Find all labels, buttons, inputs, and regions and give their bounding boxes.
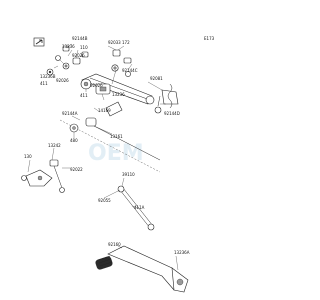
shift-shaft-assembly <box>80 73 155 117</box>
left-shift-arm <box>21 159 65 193</box>
callout-92022: 92022 <box>70 167 83 172</box>
callout-92026-c: 92026 <box>90 83 103 88</box>
right-spring-assembly <box>154 83 179 114</box>
callout-13236: 13236 <box>62 44 75 49</box>
callout-92144a: 92144A <box>62 111 78 116</box>
front-arrow-icon <box>33 37 45 47</box>
callout-92026-a: 92026 <box>72 53 85 58</box>
callout-92033: 92033 <box>108 40 121 45</box>
callout-92026-b: 92026 <box>56 78 69 83</box>
callout-172: 172 <box>122 40 130 45</box>
callout-14169: 14169 <box>98 108 111 113</box>
callout-labels: 92144B 13236 110 92033 172 92026 92144C … <box>24 36 190 255</box>
callout-92144c: 92144C <box>122 68 138 73</box>
page-code: E173 <box>204 36 215 41</box>
callout-13236a: 13236A <box>174 250 190 255</box>
callout-411-a: 411 <box>40 81 48 86</box>
callout-411-b: 411 <box>80 93 88 98</box>
watermark-text: OEM <box>88 141 144 166</box>
callout-480: 480 <box>70 138 78 143</box>
callout-92055: 92055 <box>98 198 111 203</box>
callout-411a: 411A <box>134 205 145 210</box>
callout-130: 130 <box>24 154 32 159</box>
callout-13236b: 13236B <box>40 74 56 79</box>
callout-39110: 39110 <box>122 172 135 177</box>
callout-92081: 92081 <box>150 76 163 81</box>
callout-92144b: 92144B <box>72 36 88 41</box>
shift-pedal <box>95 245 189 293</box>
callout-13161: 13161 <box>110 134 123 139</box>
callout-92144d: 92144D <box>164 111 180 116</box>
tie-rod <box>117 185 155 231</box>
top-parts-cluster <box>46 45 132 77</box>
parts-diagram: OEM E173 <box>21 36 215 293</box>
callout-110: 110 <box>80 45 88 50</box>
shift-shaft-rod <box>59 117 161 173</box>
callout-13236-c: 13236 <box>112 92 125 97</box>
callout-13242: 13242 <box>48 143 61 148</box>
leader-lines <box>27 43 179 271</box>
callout-92160: 92160 <box>108 242 121 247</box>
